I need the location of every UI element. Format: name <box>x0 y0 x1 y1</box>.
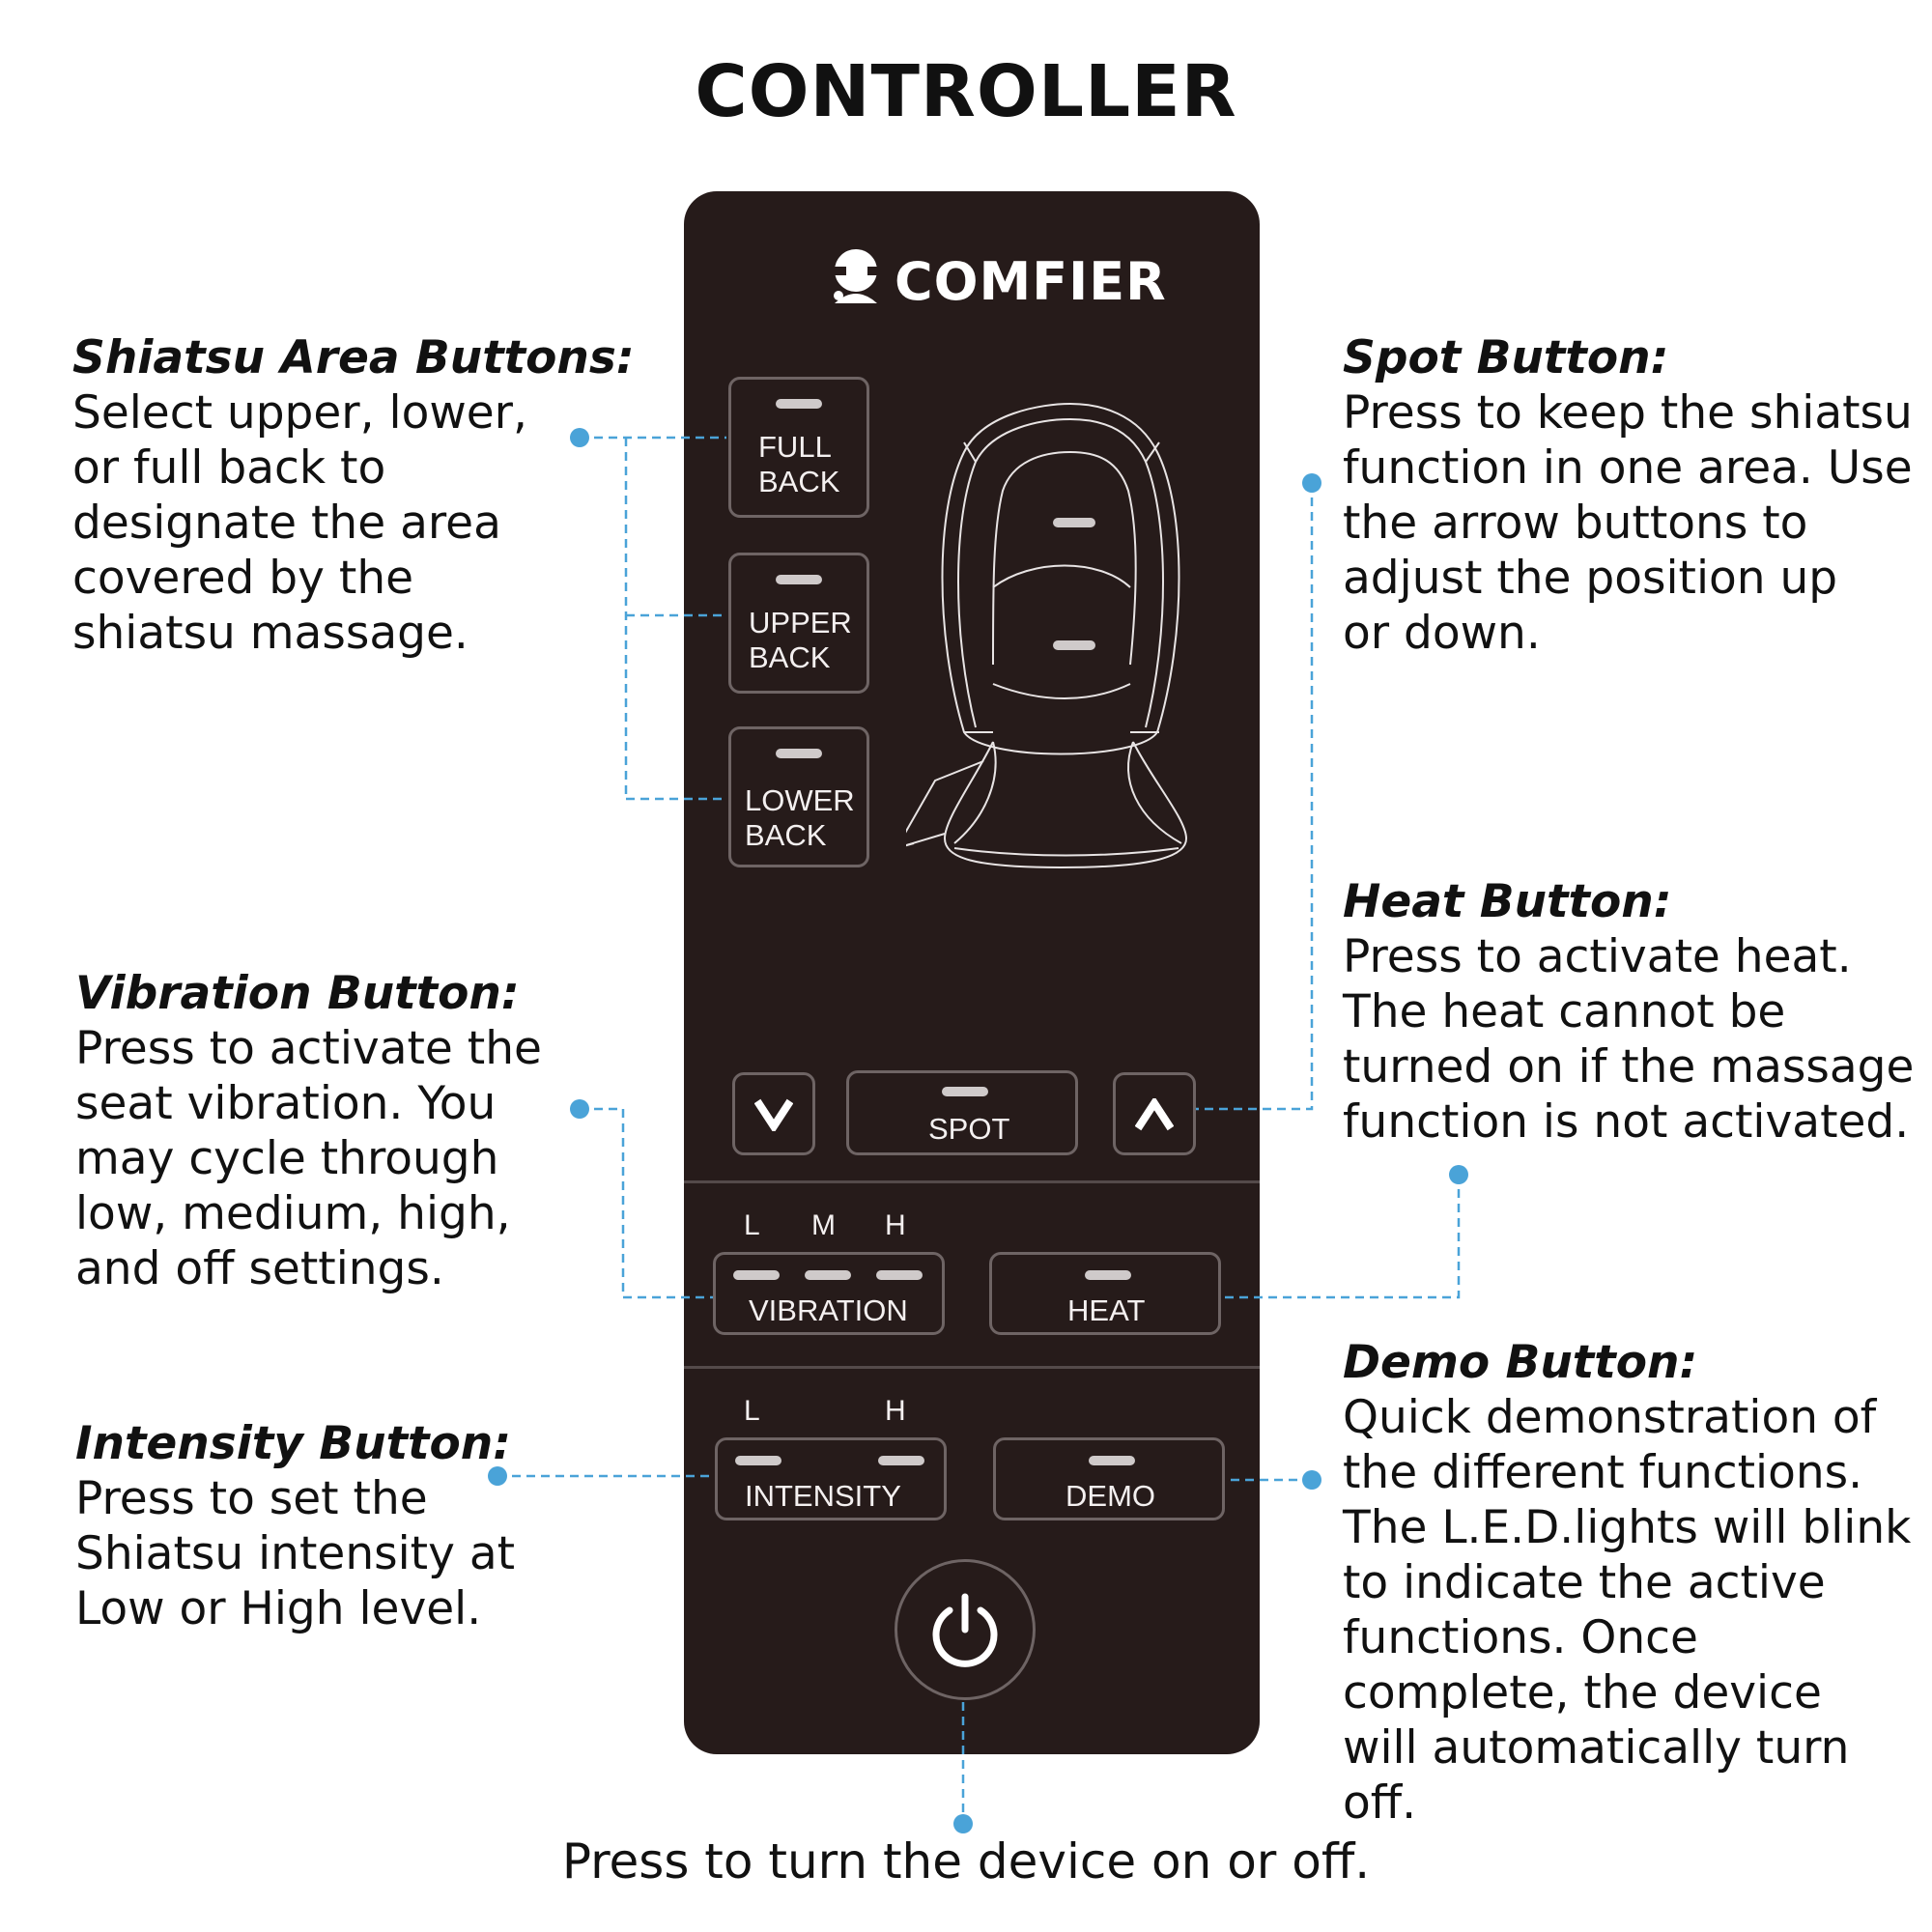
intensity-level-h: H <box>885 1395 906 1427</box>
full-back-label: FULL BACK <box>758 430 840 498</box>
intensity-led-h <box>878 1456 924 1465</box>
brand-name: COMFIER <box>895 251 1167 312</box>
upper-back-led <box>776 575 822 584</box>
down-arrow-button[interactable] <box>732 1072 815 1155</box>
spot-led <box>942 1087 988 1096</box>
chair-lower-led <box>1053 640 1095 650</box>
vibration-button[interactable]: VIBRATION <box>713 1252 945 1335</box>
shiatsu-area-heading: Shiatsu Area Buttons: <box>72 331 635 384</box>
heat-button[interactable]: HEAT <box>989 1252 1221 1335</box>
intensity-button[interactable]: INTENSITY <box>715 1437 947 1520</box>
intensity-body: Press to set the Shiatsu intensity at Lo… <box>75 1472 516 1635</box>
vibration-heading: Vibration Button: <box>75 967 520 1020</box>
shiatsu-area-body: Select upper, lower, or full back to des… <box>72 386 527 660</box>
intensity-annotation: Intensity Button: Press to set the Shiat… <box>75 1416 515 1636</box>
demo-button[interactable]: DEMO <box>993 1437 1225 1520</box>
panel-divider-2 <box>684 1366 1260 1369</box>
chevron-down-icon <box>754 1098 793 1131</box>
power-icon <box>932 1593 998 1667</box>
intensity-level-l: L <box>744 1395 760 1427</box>
upper-back-button[interactable]: UPPER BACK <box>728 553 869 694</box>
intensity-heading: Intensity Button: <box>75 1417 512 1470</box>
demo-annotation: Demo Button: Quick demonstration of the … <box>1343 1335 1932 1831</box>
up-arrow-button[interactable] <box>1113 1072 1196 1155</box>
power-annotation: Press to turn the device on or off. <box>561 1833 1371 1889</box>
heat-annotation: Heat Button: Press to activate heat. The… <box>1343 874 1914 1150</box>
upper-back-label: UPPER BACK <box>749 606 852 674</box>
heat-led <box>1085 1270 1131 1280</box>
massage-chair-icon <box>906 402 1188 869</box>
vibration-annotation: Vibration Button: Press to activate the … <box>75 966 542 1296</box>
spot-body: Press to keep the shiatsu function in on… <box>1343 386 1913 660</box>
vibration-level-h: H <box>885 1209 906 1241</box>
lower-back-button[interactable]: LOWER BACK <box>728 726 869 867</box>
shiatsu-area-annotation: Shiatsu Area Buttons: Select upper, lowe… <box>72 330 635 661</box>
chevron-up-icon <box>1135 1098 1174 1131</box>
intensity-led-l <box>735 1456 781 1465</box>
power-button[interactable] <box>895 1559 1036 1700</box>
lower-back-label: LOWER BACK <box>745 783 855 852</box>
spot-button[interactable]: SPOT <box>846 1070 1078 1155</box>
demo-led <box>1089 1456 1135 1465</box>
controller-panel: COMFIER FULL BACK UPPER BACK LOWER BACK <box>684 191 1260 1754</box>
vibration-label: VIBRATION <box>749 1293 908 1327</box>
demo-heading: Demo Button: <box>1343 1336 1698 1389</box>
brand-logo-icon <box>834 249 877 303</box>
demo-body: Quick demonstration of the different fun… <box>1343 1391 1912 1830</box>
heat-label: HEAT <box>1067 1293 1146 1327</box>
vibration-level-l: L <box>744 1209 760 1241</box>
page-title: CONTROLLER <box>695 50 1237 133</box>
demo-label: DEMO <box>1065 1479 1155 1513</box>
chair-upper-led <box>1053 518 1095 527</box>
vibration-level-m: M <box>811 1209 836 1241</box>
heat-heading: Heat Button: <box>1343 875 1672 928</box>
vibration-body: Press to activate the seat vibration. Yo… <box>75 1022 542 1295</box>
vibration-led-m <box>805 1270 851 1280</box>
vibration-led-h <box>876 1270 923 1280</box>
intensity-label: INTENSITY <box>745 1479 901 1513</box>
heat-body: Press to activate heat. The heat cannot … <box>1343 930 1915 1149</box>
panel-divider-1 <box>684 1180 1260 1183</box>
spot-label: SPOT <box>928 1112 1010 1146</box>
full-back-led <box>776 399 822 409</box>
full-back-button[interactable]: FULL BACK <box>728 377 869 518</box>
spot-annotation: Spot Button: Press to keep the shiatsu f… <box>1343 330 1913 661</box>
spot-heading: Spot Button: <box>1343 331 1669 384</box>
vibration-led-l <box>733 1270 780 1280</box>
lower-back-led <box>776 749 822 758</box>
